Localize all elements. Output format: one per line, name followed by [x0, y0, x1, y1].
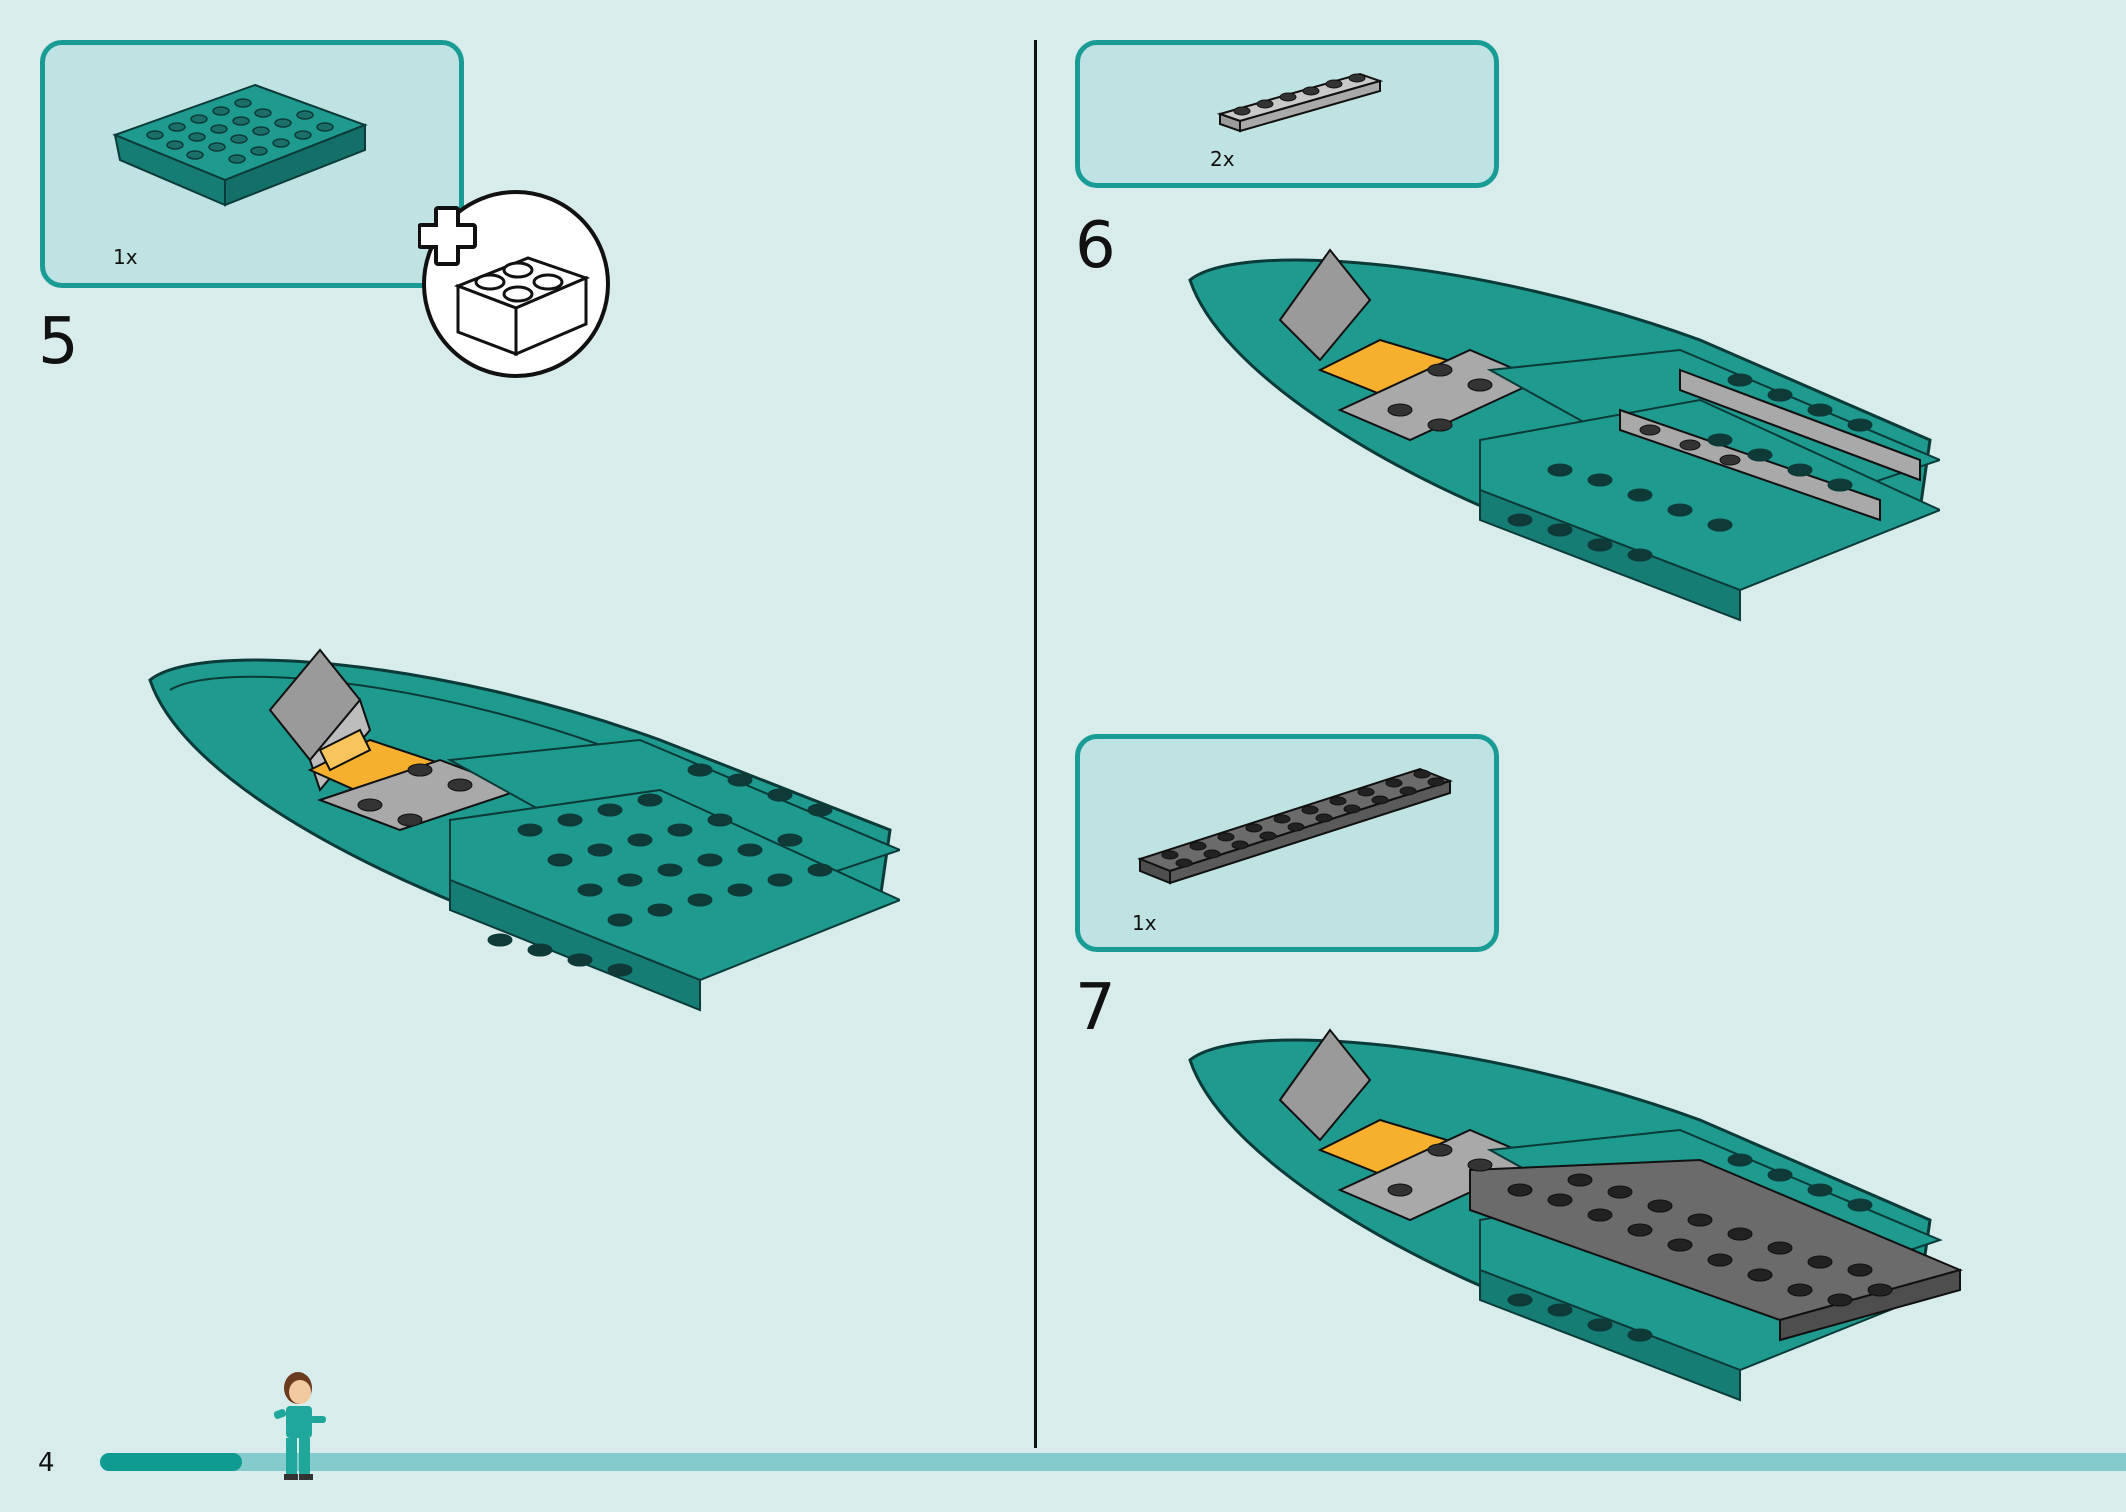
dark-gray-2x10-plate-icon — [1137, 767, 1453, 885]
progress-bar-fill — [100, 1453, 242, 1471]
page-divider — [1034, 40, 1037, 1448]
page-number: 4 — [38, 1448, 55, 1478]
step-5-part-quantity: 1x — [113, 245, 138, 269]
step-6-part-quantity: 2x — [1210, 147, 1235, 171]
teal-boat-hull-plate-icon — [112, 83, 368, 207]
plus-brick-icon — [418, 190, 610, 378]
minifigure-progress-icon — [273, 1372, 326, 1480]
step-6-number: 6 — [1075, 209, 1116, 283]
step-7-boat-assembly — [1188, 1028, 1964, 1402]
progress-bar — [100, 1453, 2126, 1471]
step-6-parts-callout: 2x — [1075, 40, 1499, 188]
gray-1x6-plate-icon — [1216, 72, 1384, 133]
step-5-parts-callout: 1x — [40, 40, 464, 288]
step-5-boat-assembly — [148, 648, 900, 1012]
step-7-number: 7 — [1075, 971, 1116, 1045]
step-7-part-quantity: 1x — [1132, 911, 1157, 935]
step-6-boat-assembly — [1188, 248, 1940, 622]
step-7-parts-callout: 1x — [1075, 734, 1499, 952]
step-5-number: 5 — [38, 305, 79, 379]
